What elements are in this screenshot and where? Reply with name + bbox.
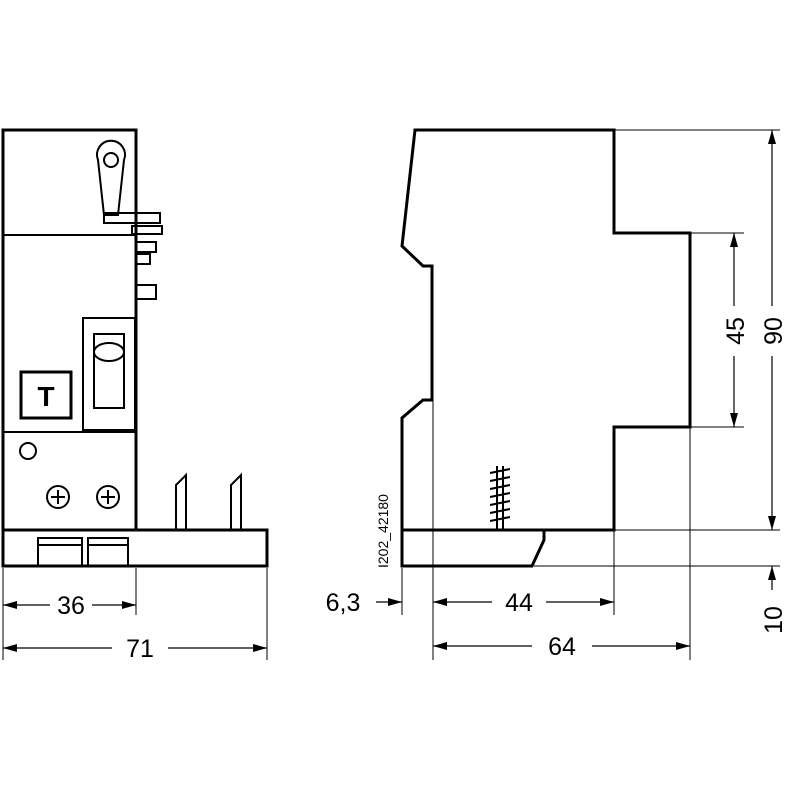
spring-detail <box>489 466 511 530</box>
front-dimensions: 36 71 <box>2 568 268 663</box>
dim-label-90: 90 <box>760 317 788 345</box>
latch-bar-lower <box>131 225 163 235</box>
side-profile-outline <box>400 128 692 532</box>
dim-label-44: 44 <box>505 589 533 617</box>
base-terminal-left <box>37 537 83 567</box>
dim-label-45: 45 <box>722 317 750 345</box>
dim-label-36: 36 <box>57 592 85 620</box>
dim-label-10: 10 <box>760 606 788 634</box>
dim-label-64: 64 <box>548 633 576 661</box>
terminal-screw-left-icon <box>46 485 70 509</box>
connector-pin-right <box>230 472 242 530</box>
lever-handle <box>96 139 126 216</box>
dim-label-71: 71 <box>126 635 154 663</box>
rail-clip-base <box>400 528 546 568</box>
side-clip-1 <box>135 241 157 253</box>
front-view: T <box>1 128 269 568</box>
front-body-outline <box>1 128 138 532</box>
connector-pin-left <box>175 472 187 530</box>
latch-bar <box>103 212 161 224</box>
side-dimensions: 90 45 10 6,3 44 64 <box>326 129 788 661</box>
drawing-reference: I202_42180 <box>375 494 391 568</box>
side-clip-3 <box>135 284 157 300</box>
side-view <box>400 128 692 568</box>
base-terminal-right <box>87 537 129 567</box>
indicator-knob <box>93 342 125 362</box>
side-clip-2 <box>135 253 151 265</box>
dim-label-6-3: 6,3 <box>326 589 361 617</box>
status-led-icon <box>19 442 37 460</box>
indicator-window <box>93 333 125 409</box>
test-button-label: T <box>37 381 54 412</box>
terminal-screw-right-icon <box>96 485 120 509</box>
indicator-window-frame <box>82 317 136 431</box>
base-plate <box>1 528 269 568</box>
test-button <box>19 370 73 420</box>
